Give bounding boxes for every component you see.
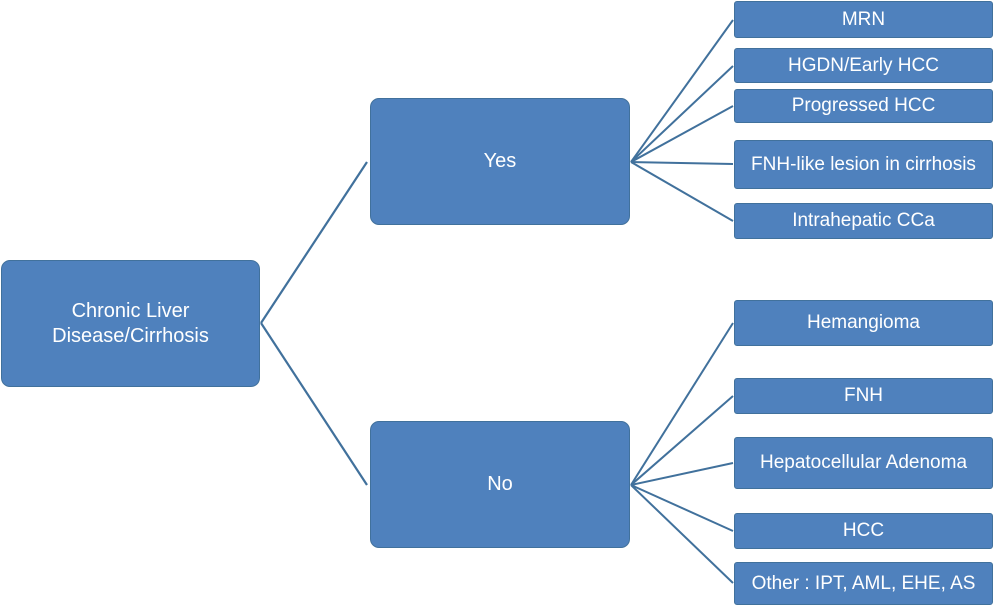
leaf-label: HGDN/Early HCC [788,54,939,76]
root-label-line: Chronic Liver [71,299,190,322]
leaf-node: Hepatocellular Adenoma [734,437,993,489]
leaf-label: Progressed HCC [791,95,936,116]
branch-label: No [487,473,513,495]
leaf-label: Hepatocellular Adenoma [759,452,968,473]
leaf-node: FNH-like lesion in cirrhosis [734,140,993,189]
root-label-line: Disease/Cirrhosis [52,324,209,347]
connector-no-leaf [630,395,734,486]
leaf-node: MRN [734,1,993,38]
connector-yes-leaf [630,19,734,163]
leaf-label: FNH-like lesion in cirrhosis [751,153,976,175]
branch-node-no: No [370,421,630,548]
connector-root-no [260,322,368,486]
connector-yes-leaf [630,161,734,165]
connector-yes-leaf [630,105,734,163]
leaf-node: Hemangioma [734,300,993,346]
connector-no-leaf [630,484,734,532]
connector-root-yes [260,161,368,324]
leaf-label: Hemangioma [807,312,920,333]
branch-label: Yes [483,150,517,172]
leaf-label: HCC [842,520,885,541]
leaf-node: Progressed HCC [734,89,993,123]
leaf-node: Intrahepatic CCa [734,203,993,239]
leaf-node: Other : IPT, AML, EHE, AS [734,562,993,605]
root-node: Chronic Liver Disease/Cirrhosis [1,260,260,387]
leaf-label: MRN [841,8,886,30]
branch-node-yes: Yes [370,98,630,225]
leaf-node: HGDN/Early HCC [734,48,993,83]
connector-no-leaf [630,462,734,486]
leaf-label: FNH [843,385,884,406]
leaf-node: FNH [734,378,993,414]
connector-yes-leaf [630,65,734,163]
connector-no-leaf [630,322,734,486]
leaf-label: Other : IPT, AML, EHE, AS [751,572,976,594]
leaf-label: Intrahepatic CCa [792,210,935,231]
connector-no-leaf [630,484,734,584]
leaf-node: HCC [734,513,993,549]
connector-yes-leaf [630,161,734,222]
